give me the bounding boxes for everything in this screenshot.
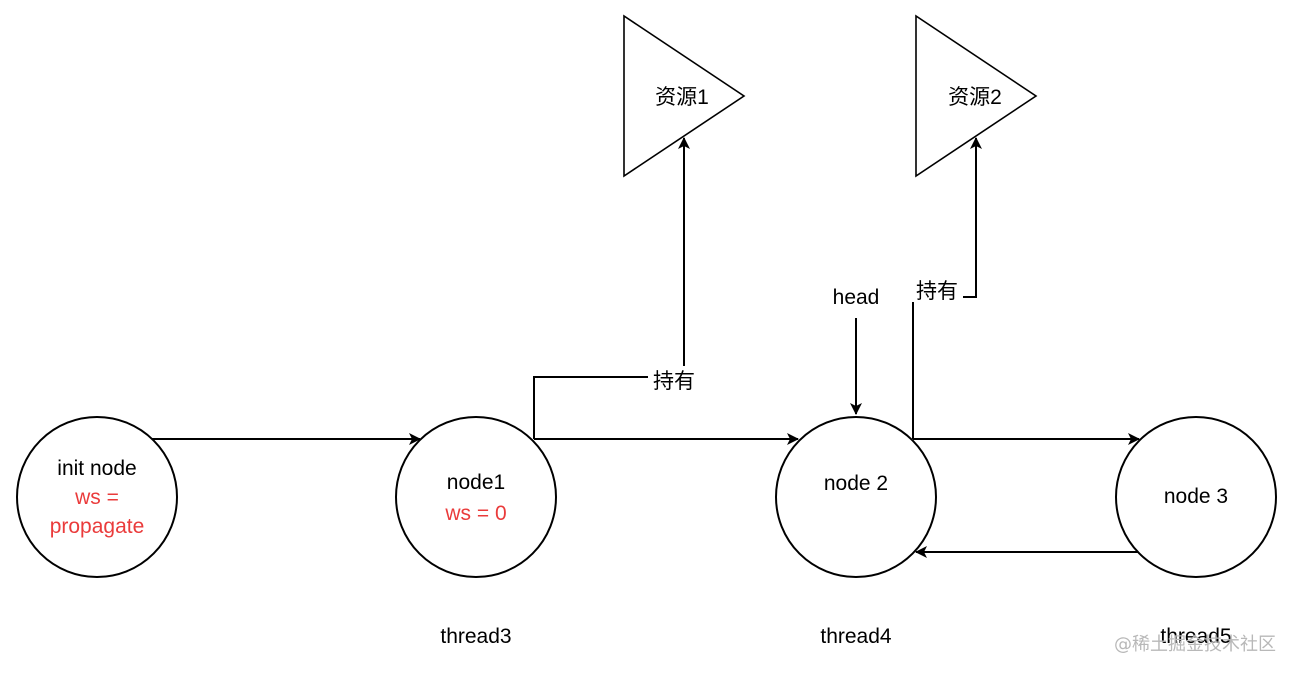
thread4-label: thread4 (820, 625, 892, 648)
edge-node1-holds-resource-1 (533, 137, 690, 439)
node-init-ws-line2: propagate (50, 515, 145, 538)
head-label: head (833, 286, 880, 309)
hold-label-2: 持有 (911, 276, 963, 303)
node-3: node 3 (1115, 416, 1277, 578)
hold-label-1-text: 持有 (653, 370, 695, 393)
node-1-label: node1 (447, 471, 505, 494)
node-3-label: node 3 (1164, 485, 1228, 508)
node-init-ws-line1: ws = (74, 486, 119, 509)
thread3-label: thread3 (440, 625, 511, 648)
node-2-label: node 2 (824, 472, 888, 495)
watermark-text: @稀土掘金技术社区 (1114, 634, 1276, 655)
thread5-label: thread5 (1160, 625, 1231, 648)
node-1: node1 ws = 0 (395, 416, 557, 578)
node-1-ws: ws = 0 (444, 502, 506, 525)
resource-1: 资源1 (623, 14, 746, 178)
hold-label-1: 持有 (648, 366, 700, 393)
node-2: node 2 (775, 416, 937, 578)
resource-2-label: 资源2 (948, 86, 1002, 109)
hold-label-2-text: 持有 (916, 280, 958, 303)
node-init-label: init node (57, 457, 136, 480)
resource-2: 资源2 (915, 14, 1038, 178)
node-init: init node ws = propagate (16, 416, 178, 578)
resource-1-label: 资源1 (655, 86, 709, 109)
